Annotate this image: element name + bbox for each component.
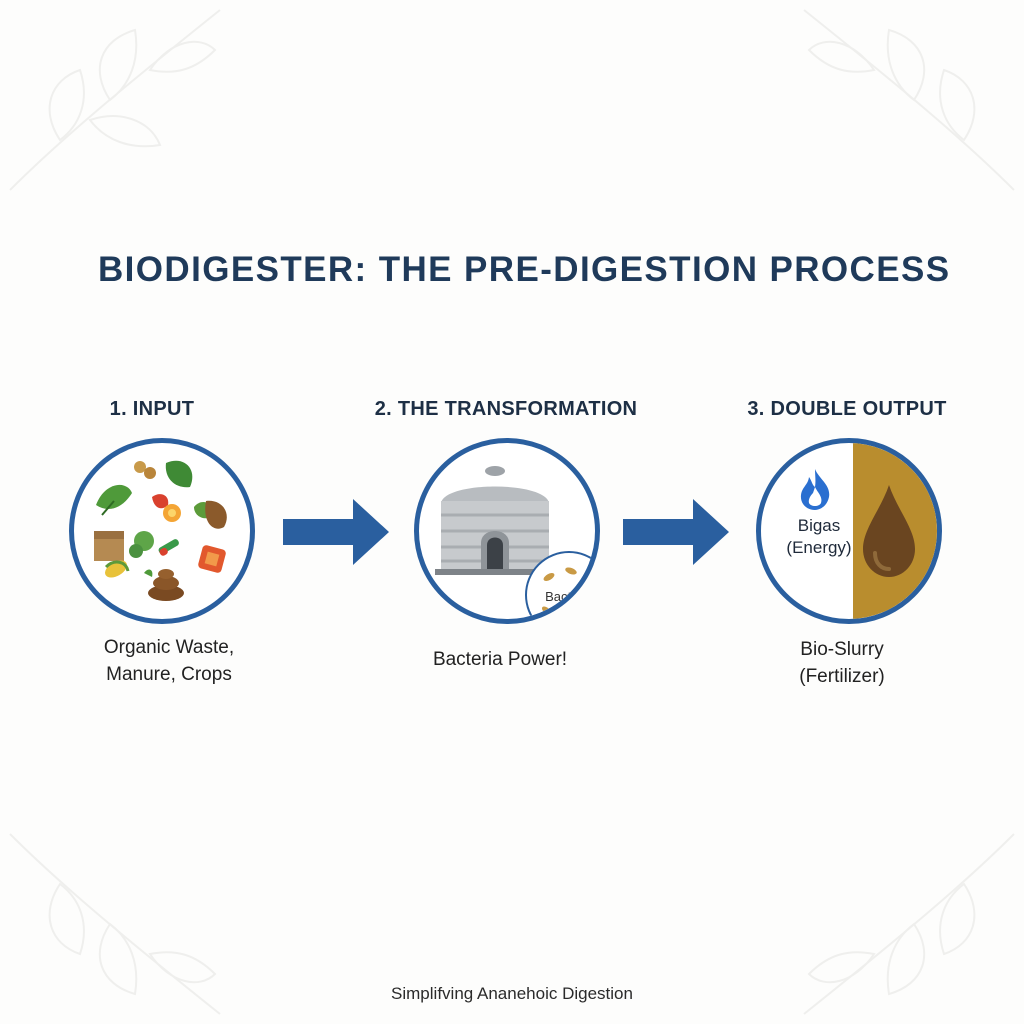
step-2-caption: Bacteria Power! <box>432 649 568 670</box>
step-3-heading: 3. DOUBLE OUTPUT <box>747 398 947 420</box>
step-3-caption: Bio-Slurry (Fertilizer) <box>742 636 942 690</box>
arrow-right-icon <box>623 499 729 565</box>
arrow-right-icon <box>283 499 389 565</box>
step-1-heading: 1. INPUT <box>109 398 195 420</box>
bacteria-label: Bacteria <box>545 589 593 604</box>
biogas-label-line-2: (Energy) <box>786 538 852 557</box>
organic-waste-icon <box>94 460 227 601</box>
bacteria-icon <box>542 567 595 619</box>
biogas-label: Bigas (Energy) <box>779 515 859 559</box>
footer-caption: Simplifving Ananehoic Digestion <box>391 984 633 1003</box>
page-title: BIODIGESTER: THE PRE-DIGESTION PROCESS <box>98 250 951 289</box>
step-3-caption-line-2: (Fertilizer) <box>799 666 885 687</box>
digester-tank-icon <box>435 466 557 575</box>
step-2-heading: 2. THE TRANSFORMATION <box>374 398 638 420</box>
step-3-caption-line-1: Bio-Slurry <box>800 639 884 660</box>
flame-icon <box>800 469 830 510</box>
leaf-decoration-icon <box>9 833 221 1015</box>
input-circle <box>69 438 255 624</box>
leaf-decoration-icon <box>803 9 1015 191</box>
biogas-label-line-1: Bigas <box>797 516 841 535</box>
leaf-decoration-icon <box>9 9 221 191</box>
drop-icon <box>863 485 915 577</box>
transformation-circle: Bacteria <box>414 438 600 624</box>
step-1-caption-line-1: Organic Waste, <box>103 637 235 658</box>
leaf-decoration-icon <box>803 833 1015 1015</box>
bacteria-bubble: Bacteria <box>525 551 595 619</box>
output-circle: Bigas (Energy) <box>756 438 942 624</box>
step-1-caption: Organic Waste, Manure, Crops <box>66 634 272 688</box>
step-1-caption-line-2: Manure, Crops <box>106 664 232 685</box>
